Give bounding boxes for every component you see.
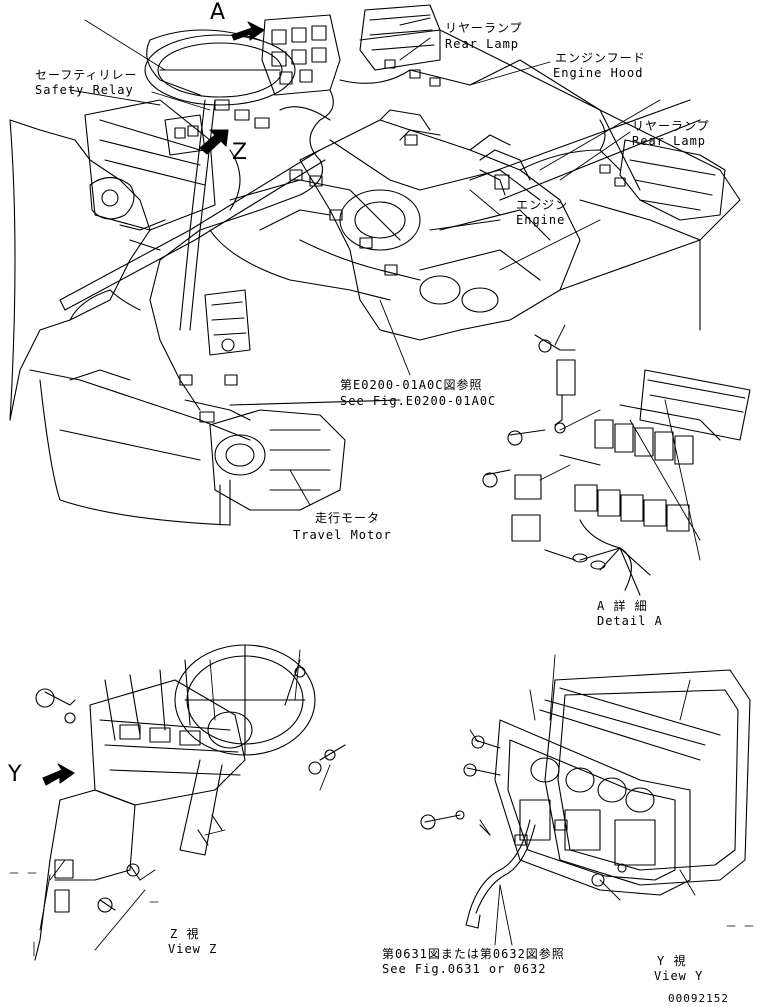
view-y-marker: Y [8, 762, 22, 787]
travel-motor-label-en: Travel Motor [293, 528, 392, 542]
see-fig-e0200-label-jp: 第E0200-01A0C図参照 [340, 378, 483, 392]
leader-lines-view-z [40, 650, 330, 950]
view-z-caption-en: View Z [168, 942, 218, 956]
see-fig-0631-label-jp: 第0631図または第0632図参照 [382, 947, 565, 961]
see-fig-0631-label-en: See Fig.0631 or 0632 [382, 962, 547, 976]
detail-a-label-en: Detail A [597, 614, 663, 628]
view-y-harness [466, 820, 567, 928]
valve-cluster [205, 290, 250, 355]
rear-lamp-top-label-en: Rear Lamp [445, 37, 520, 51]
engine-hood [360, 30, 740, 330]
view-z-dashboard [35, 645, 345, 960]
machine-body-outline [10, 35, 325, 525]
view-z-marker: Z [232, 140, 248, 165]
leader-lines-upper [70, 18, 660, 505]
safety-relay-assembly [90, 115, 205, 250]
view-y-meter-panel [495, 670, 750, 895]
rear-lamp-right-label-en: Rear Lamp [632, 134, 707, 148]
detail-a-label-jp: A 詳 細 [597, 599, 648, 613]
travel-motor [210, 410, 345, 525]
view-arrows [43, 22, 264, 785]
wiring-harness [70, 30, 620, 422]
view-z-fasteners [36, 689, 222, 912]
engine-block [300, 110, 580, 340]
view-z-caption-jp: Z 視 [170, 927, 200, 941]
view-y-caption-jp: Y 視 [657, 954, 687, 968]
rear-lamp-top-label-jp: リヤーランプ [445, 21, 523, 35]
view-y-caption-en: View Y [654, 969, 704, 983]
view-a-marker: A [210, 0, 226, 25]
engine-label-jp: エンジン [516, 198, 569, 212]
engine-hood-label-jp: エンジンフード [555, 51, 646, 65]
engine-hood-label-en: Engine Hood [553, 66, 644, 80]
travel-motor-label-jp: 走行モータ [315, 511, 381, 525]
rear-lamp-right [600, 140, 725, 220]
leader-lines-detail-a [540, 325, 700, 560]
rear-lamp-right-label-jp: リヤーランプ [632, 119, 710, 133]
see-fig-e0200-label-en: See Fig.E0200-01A0C [340, 394, 497, 408]
drawing-number: 00092152 [668, 992, 729, 1005]
view-y-fasteners [421, 736, 626, 886]
safety-relay-label-jp: セーフティリレー [35, 68, 138, 82]
rear-lamp-top [360, 5, 440, 86]
edge-ticks [10, 873, 753, 956]
leader-lines-view-y [470, 655, 695, 945]
detail-a-relay-bracket [483, 335, 750, 595]
safety-relay-label-en: Safety Relay [35, 83, 134, 97]
engine-label-en: Engine [516, 213, 566, 227]
